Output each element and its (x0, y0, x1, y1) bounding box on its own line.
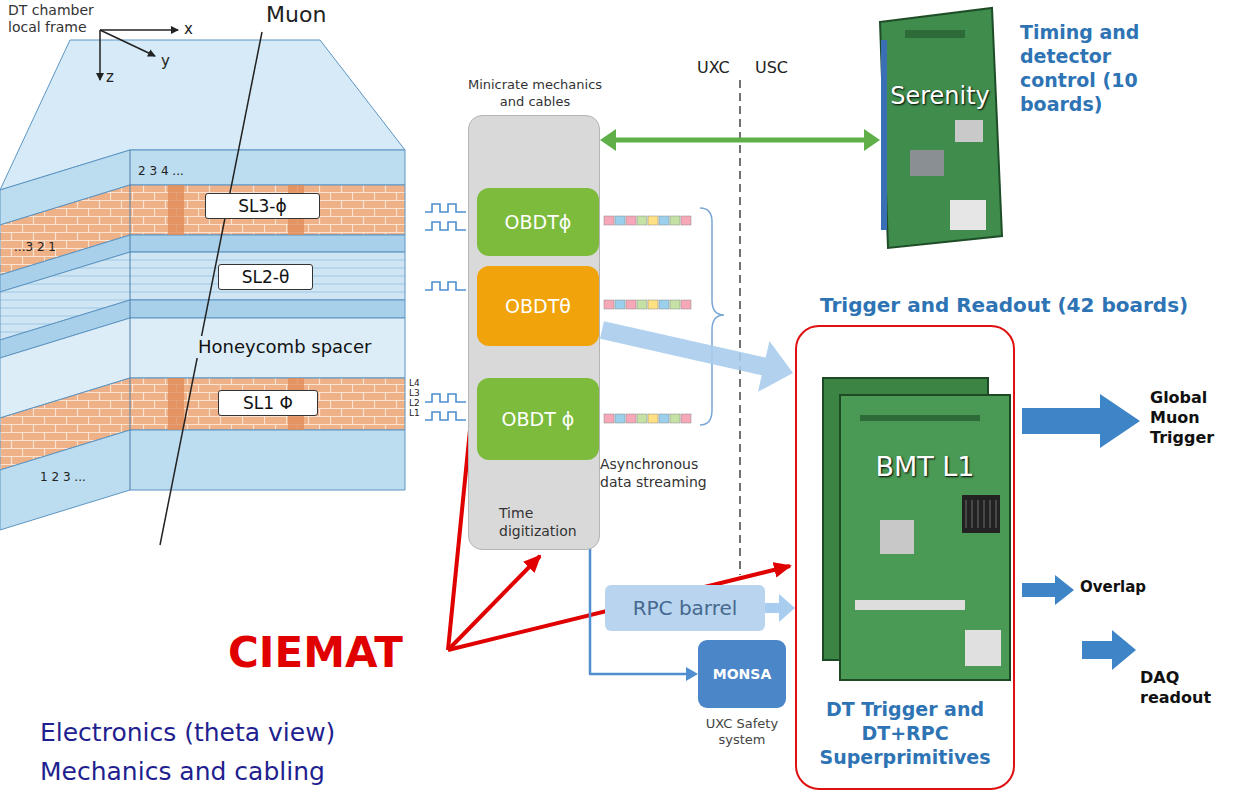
axis-label: x (184, 20, 193, 38)
node-text: SL2-θ (242, 267, 290, 287)
node-text: RPC barrel (633, 596, 738, 620)
arrow-head (779, 594, 795, 622)
output-label: DAQ readout (1140, 668, 1240, 708)
axis-label: y (161, 52, 170, 70)
stream-bracket (700, 208, 724, 425)
spacer-label: Honeycomb spacer (195, 336, 374, 358)
arrow-head (686, 667, 698, 681)
cell-numbers: 2 3 4 ... (138, 164, 184, 178)
superlayer-label: SL2-θ (218, 264, 313, 290)
cavern-label: USC (755, 58, 788, 77)
connector-line (765, 603, 781, 613)
obdt-board: OBDTθ (477, 266, 599, 346)
serenity-board: SerenityTiming and detector control (10 … (880, 12, 1000, 247)
layer-label: L2 (409, 398, 420, 408)
node-text: BMT L1 (840, 451, 1010, 483)
node-text: Time digitization (499, 504, 583, 540)
connector-line (614, 138, 866, 143)
output-arrow (1022, 394, 1140, 670)
connector-line (590, 470, 688, 674)
arrow-head (864, 129, 880, 151)
cavern-label: UXC (697, 58, 730, 77)
data-flow-arrow (765, 594, 795, 622)
superlayer-label: SL1 Φ (218, 390, 318, 416)
cavern-divider (739, 80, 741, 575)
node-text: UXC Safety system (697, 716, 787, 748)
stream-label: Asynchronous data streaming (600, 455, 720, 491)
node-text: SL1 Φ (243, 393, 293, 413)
superlayer-label: SL3-ϕ (205, 193, 320, 219)
rpc-barrel-box: RPC barrel (605, 585, 765, 631)
layer-numbers: ...3 2 1 (14, 240, 56, 254)
frame-title: DT chamber local frame (8, 2, 103, 36)
node-text: MONSA (713, 666, 771, 683)
node-text: OBDTθ (505, 295, 571, 318)
trigger-readout-group: Trigger and Readout (42 boards)DT Trigge… (795, 325, 1015, 790)
signal-waves (425, 204, 466, 420)
layer-label: L4 (409, 378, 420, 388)
arrow-head (600, 129, 616, 151)
node-text: OBDTϕ (505, 211, 572, 234)
bmt-board-art (823, 378, 1010, 680)
layer-label: L3 (409, 388, 420, 398)
responsibility-note: Mechanics and cabling (40, 757, 325, 787)
data-flow-arrow (602, 330, 793, 392)
safety-link (583, 460, 698, 681)
node-text: SL3-ϕ (238, 196, 286, 216)
node-text: Minicrate mechanics and cables (460, 76, 610, 110)
node-text: Trigger and Readout (42 boards) (817, 293, 1191, 317)
control-link (600, 129, 880, 151)
output-label: Overlap (1080, 578, 1146, 596)
node-text: OBDT ϕ (502, 408, 575, 431)
axis-label: z (106, 68, 114, 86)
cell-numbers: 1 2 3 ... (40, 470, 86, 484)
obdt-board: OBDT ϕ (477, 378, 599, 460)
data-stream (604, 216, 691, 423)
layer-label: L1 (409, 408, 420, 418)
monsa-box: MONSAUXC Safety system (698, 640, 786, 708)
obdt-board: OBDTϕ (477, 188, 599, 256)
institute-name: CIEMAT (228, 628, 403, 678)
node-text: DT Trigger and DT+RPC Superprimitives (805, 697, 1005, 769)
node-text: Timing and detector control (10 boards) (1020, 20, 1155, 116)
dt-chamber (0, 40, 405, 530)
minicrate-box: Minicrate mechanics and cablesTime digit… (468, 115, 600, 550)
arrow-head (758, 341, 793, 392)
muon-label: Muon (266, 2, 326, 28)
bmt-board: BMT L1 (840, 395, 1010, 680)
responsibility-note: Electronics (theta view) (40, 718, 335, 748)
output-label: Global Muon Trigger (1150, 388, 1245, 448)
connector-line (602, 330, 766, 367)
node-text: Serenity (880, 82, 1000, 111)
serenity-board-art (880, 8, 1002, 248)
